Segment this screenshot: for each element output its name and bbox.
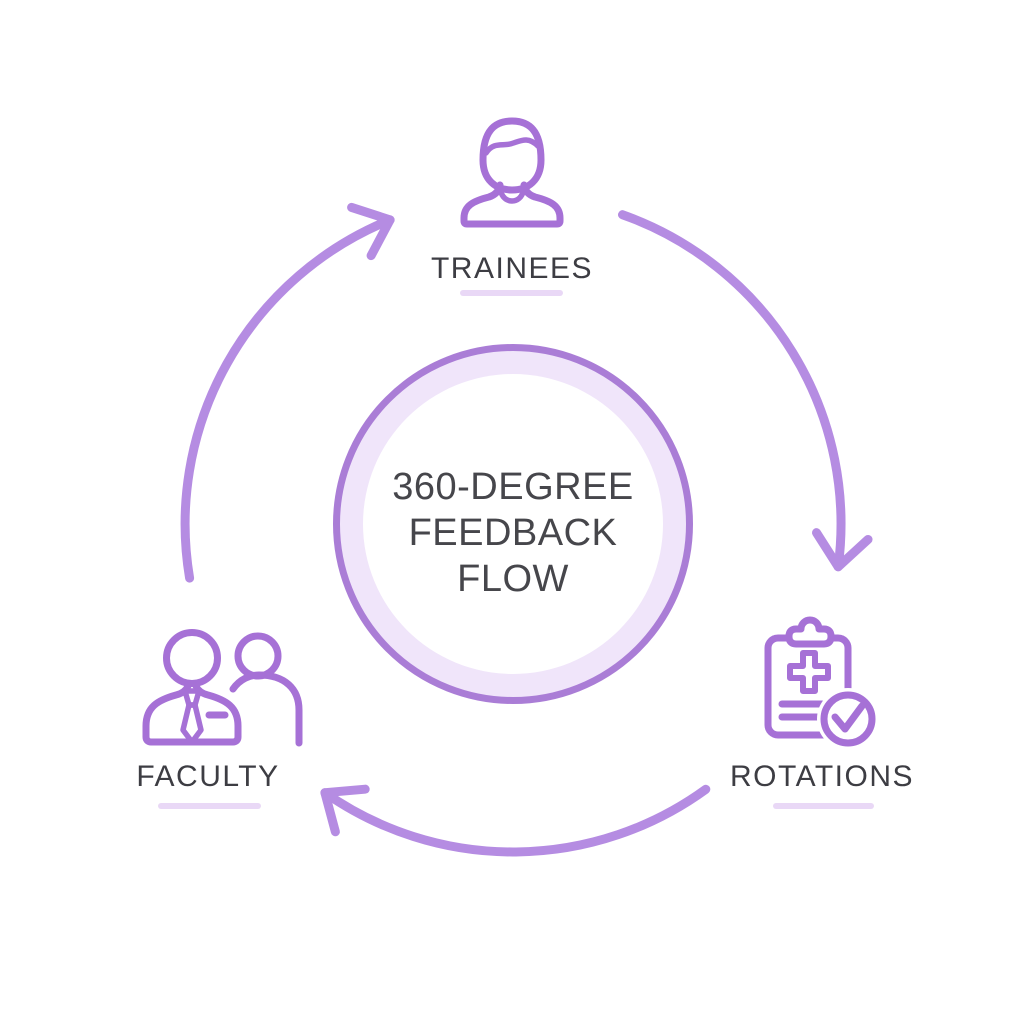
arrow-faculty-to-trainees xyxy=(180,202,395,583)
rotations-underline xyxy=(773,803,874,809)
faculty-underline xyxy=(158,803,261,809)
rotations-label: ROTATIONS xyxy=(729,760,915,793)
person-icon xyxy=(460,117,564,228)
arrow-trainees-to-rotations xyxy=(618,210,873,572)
two-people-tie-icon xyxy=(142,629,303,747)
trainees-underline xyxy=(460,290,563,296)
center-title-line3: FLOW xyxy=(457,558,569,600)
center-title: 360-DEGREE FEEDBACK FLOW xyxy=(363,464,663,602)
center-circle xyxy=(333,344,693,704)
trainees-label: TRAINEES xyxy=(430,252,594,285)
arrow-rotations-to-faculty xyxy=(320,784,711,857)
center-title-line2: FEEDBACK xyxy=(408,512,618,554)
center-title-line1: 360-DEGREE xyxy=(392,466,634,508)
medical-clipboard-check-icon xyxy=(764,616,879,750)
faculty-label: FACULTY xyxy=(136,760,280,793)
